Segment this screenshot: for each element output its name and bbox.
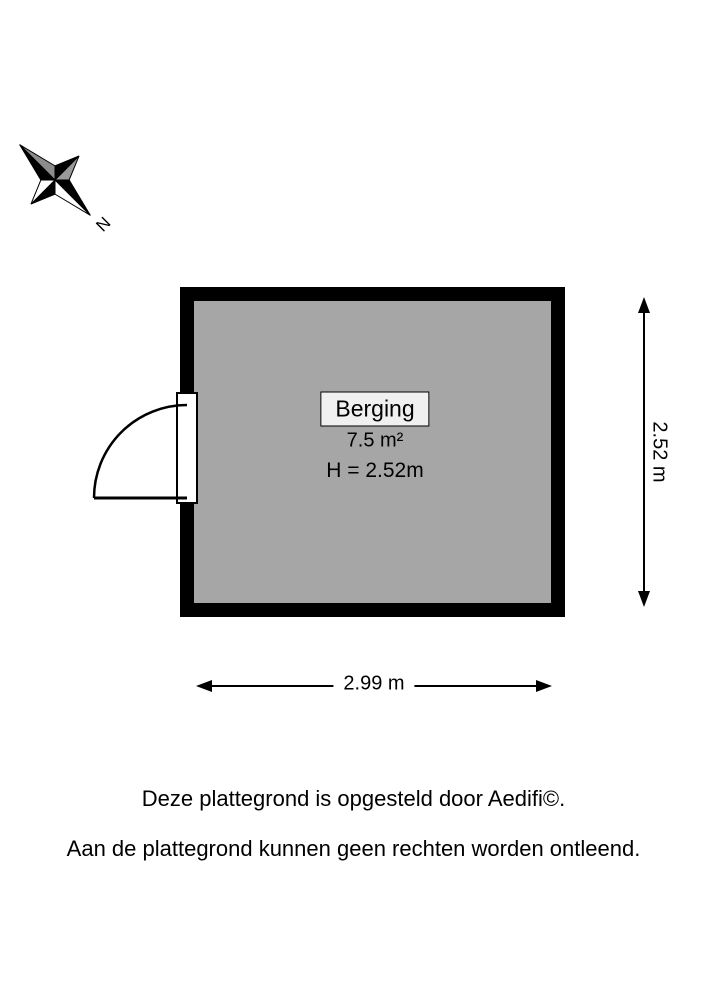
room-area-label: 7.5 m² [346,429,404,452]
footer-disclaimer: Aan de plattegrond kunnen geen rechten w… [66,836,641,861]
footer-attribution: Deze plattegrond is opgesteld door Aedif… [141,786,566,811]
dim-width-arrow-right [536,680,552,692]
room-berging [180,287,565,617]
dim-height-label: 2.52 m [648,421,671,483]
compass-point-west-light [53,155,80,181]
room-name-label: Berging [320,391,430,427]
dim-height-arrow-up [638,297,650,313]
compass-star [19,144,91,216]
door-swing-arc [92,403,188,499]
room-height-label: H = 2.52m [326,459,424,482]
dim-height-arrow-down [638,591,650,607]
compass-rose: N [19,144,114,235]
door-opening [176,392,198,504]
north-label: N [92,213,114,235]
dim-width-arrow-left [196,680,212,692]
dim-width-label: 2.99 m [333,672,415,696]
